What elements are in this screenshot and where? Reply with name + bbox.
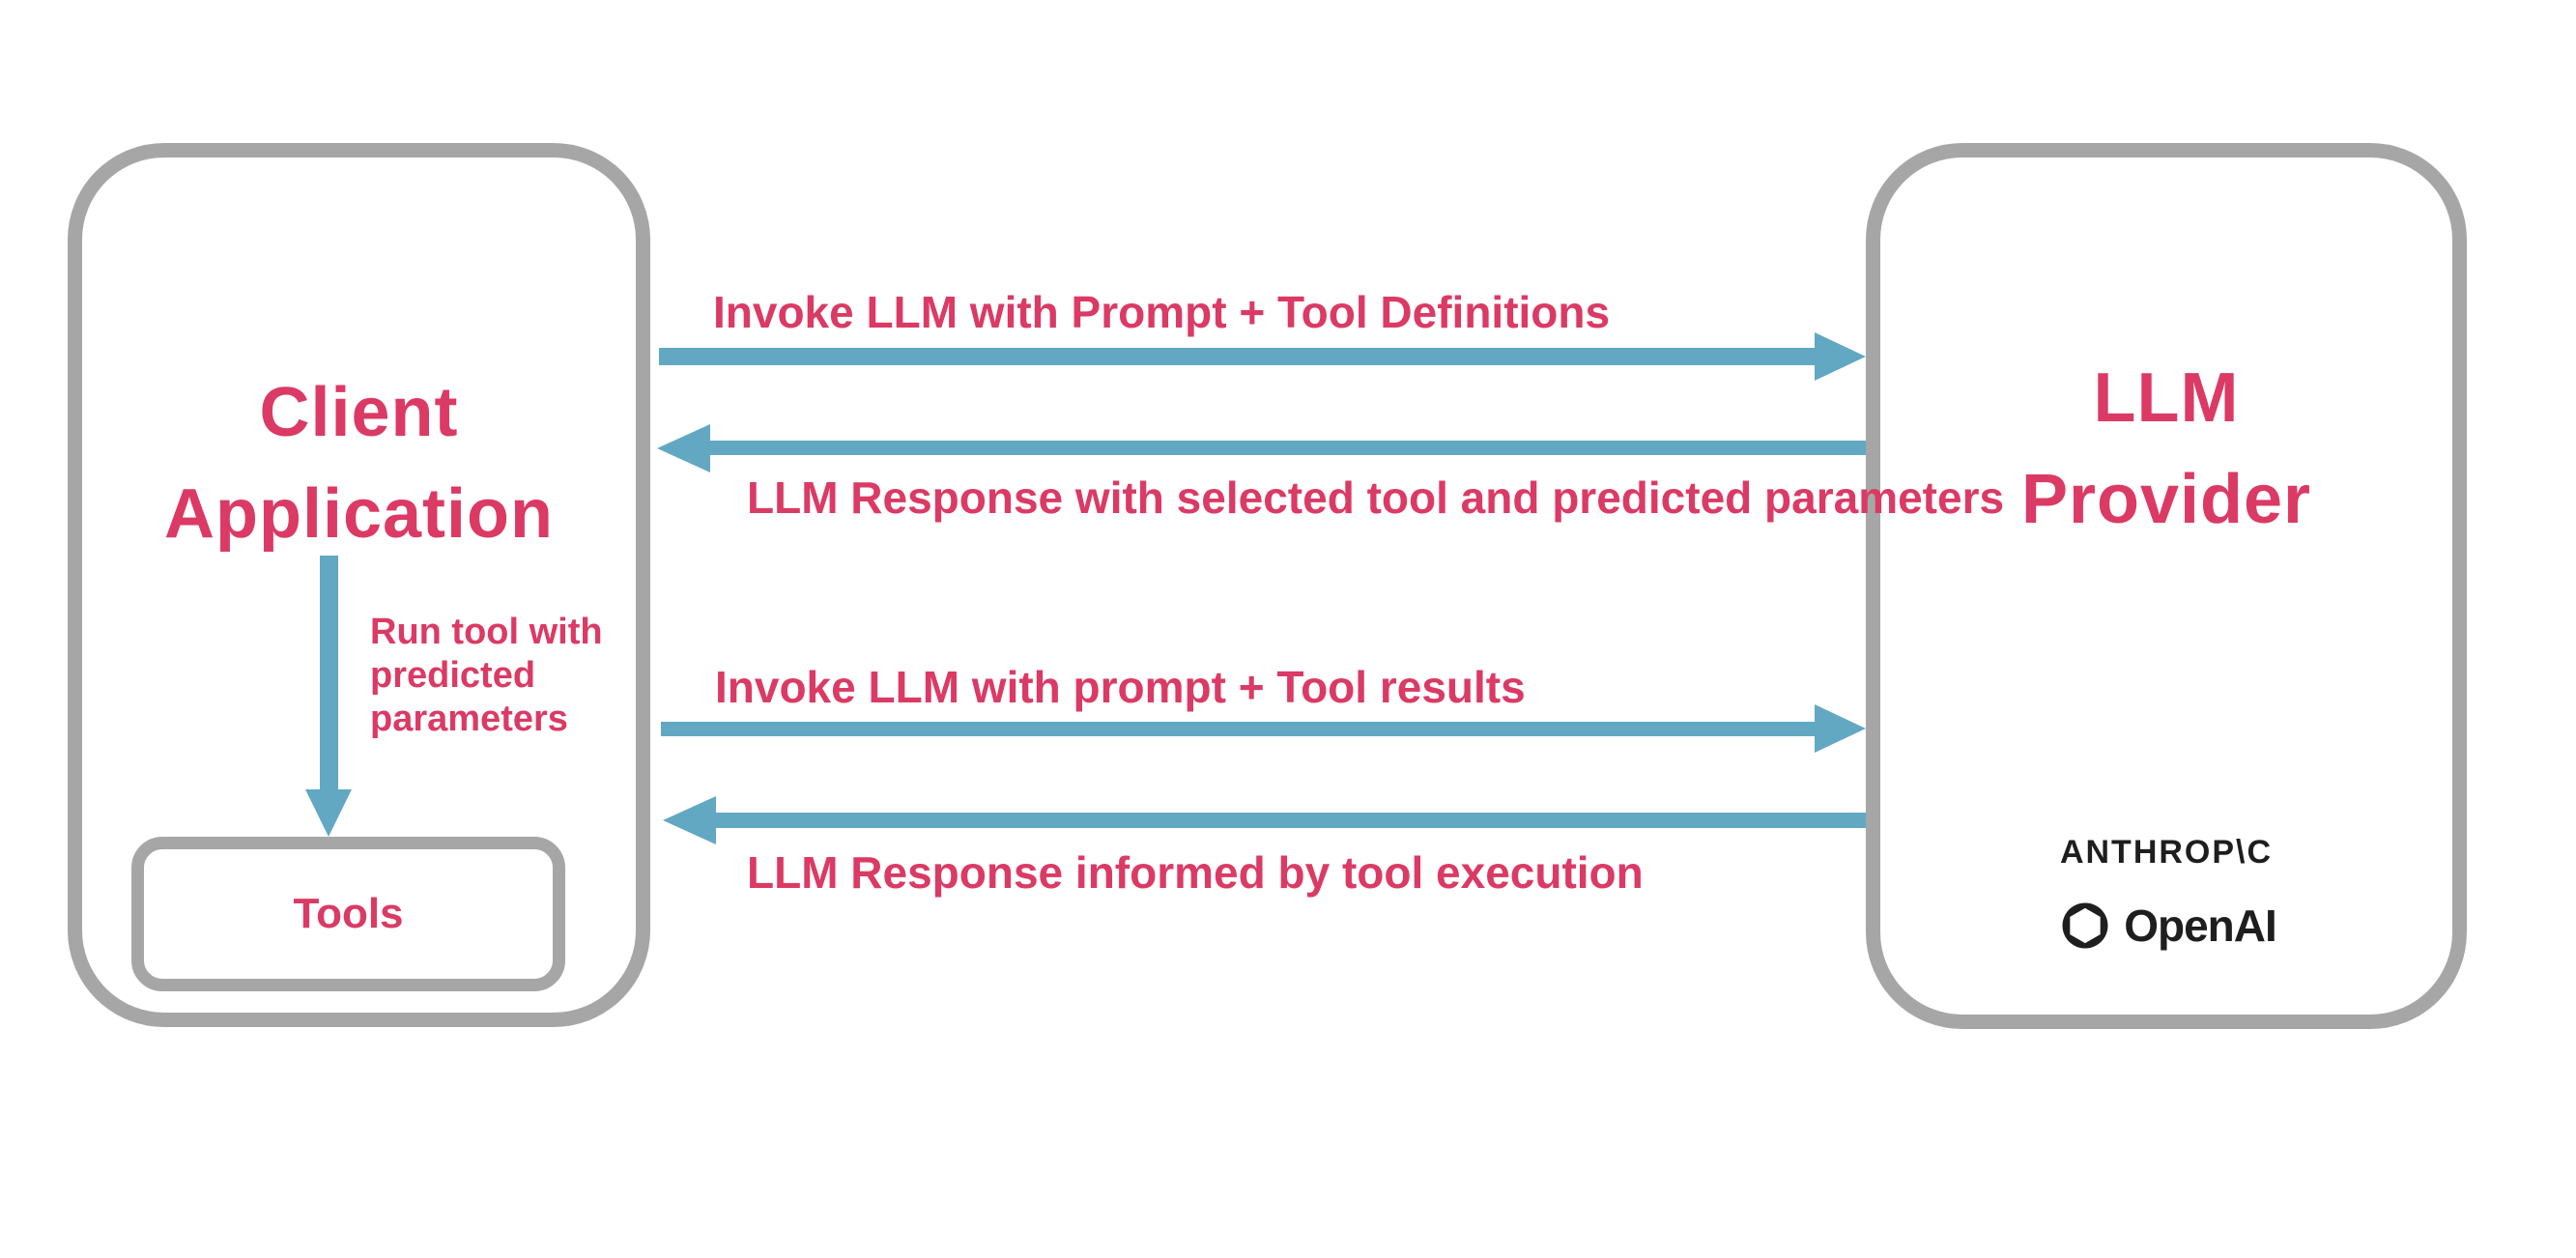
anthropic-logo: ANTHROP\C bbox=[2059, 834, 2274, 871]
run-tool-label-line-2: predicted bbox=[370, 655, 536, 696]
client-title-line-1: Client bbox=[259, 374, 459, 451]
arrow-head-right bbox=[1815, 332, 1866, 381]
response-arrow-tool-execution bbox=[663, 796, 1866, 844]
tools-box-label: Tools bbox=[293, 890, 404, 937]
run-tool-arrow bbox=[305, 556, 353, 837]
client-application-box: Client Application Run tool with predict… bbox=[68, 143, 650, 1027]
openai-logo-text: OpenAI bbox=[2124, 901, 2277, 951]
openai-logo: OpenAI bbox=[1880, 894, 2452, 958]
run-tool-label: Run tool with predicted parameters bbox=[370, 611, 603, 741]
run-tool-arrow-head bbox=[305, 789, 352, 837]
openai-icon bbox=[2062, 902, 2108, 949]
tools-box: Tools bbox=[131, 837, 565, 991]
llm-provider-box: LLM Provider ANTHROP\C OpenAI bbox=[1866, 143, 2467, 1029]
run-tool-arrow-shaft bbox=[320, 556, 338, 790]
request-arrow-prompt-tool-definitions bbox=[659, 332, 1866, 381]
provider-box-title: LLM Provider bbox=[1880, 348, 2452, 551]
request-arrow-prompt-tool-results bbox=[661, 704, 1866, 753]
message-label-2: LLM Response with selected tool and pred… bbox=[747, 472, 2005, 523]
run-tool-label-line-1: Run tool with bbox=[370, 612, 603, 652]
provider-title-line-2: Provider bbox=[2020, 461, 2312, 538]
message-label-4: LLM Response informed by tool execution bbox=[747, 847, 1644, 898]
provider-title-line-1: LLM bbox=[2093, 359, 2240, 437]
message-label-1: Invoke LLM with Prompt + Tool Definition… bbox=[713, 287, 1611, 337]
arrow-head-right bbox=[1815, 704, 1866, 753]
response-arrow-selected-tool bbox=[657, 424, 1866, 472]
arrow-shaft bbox=[661, 722, 1815, 736]
client-box-title: Client Application bbox=[82, 362, 636, 565]
arrow-head-left bbox=[663, 796, 716, 844]
arrow-shaft bbox=[710, 441, 1866, 455]
arrow-shaft bbox=[659, 348, 1815, 365]
client-title-line-2: Application bbox=[164, 475, 554, 553]
arrow-shaft bbox=[716, 813, 1866, 828]
message-label-3: Invoke LLM with prompt + Tool results bbox=[715, 662, 1526, 712]
run-tool-label-line-3: parameters bbox=[370, 699, 568, 739]
arrow-head-left bbox=[657, 424, 710, 472]
